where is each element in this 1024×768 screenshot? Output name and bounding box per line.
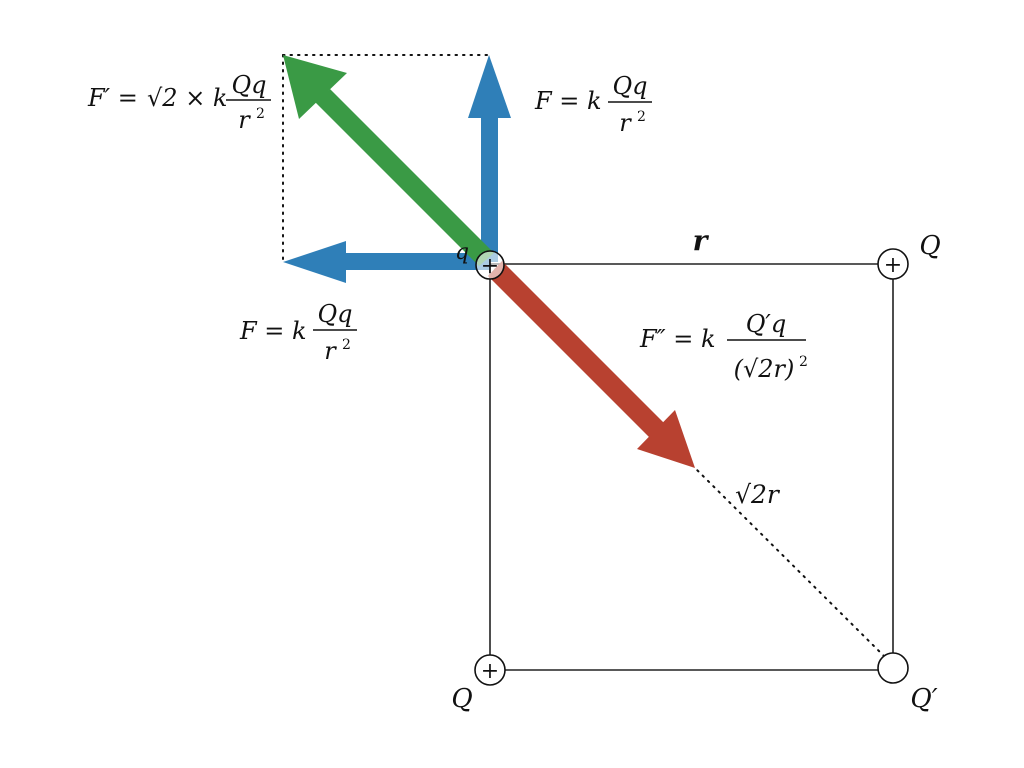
force-diagonal-arrow bbox=[488, 261, 695, 468]
force-up-arrow-head bbox=[468, 55, 511, 118]
force-left-arrow bbox=[283, 241, 490, 283]
force-resultant-arrow bbox=[283, 55, 494, 266]
charge-top-right-label: Q bbox=[919, 231, 940, 261]
side-length-label: r bbox=[693, 224, 710, 257]
force-left-arrow-shaft bbox=[340, 253, 490, 270]
charge-q-sign: + bbox=[481, 254, 499, 279]
charge-bottom-left-sign: + bbox=[481, 659, 499, 684]
formula-force-left: F = k Qq r 2 bbox=[239, 300, 357, 365]
formula-force-diagonal-denominator: (√2r) bbox=[734, 355, 795, 383]
formula-resultant-denominator: r bbox=[238, 106, 251, 134]
formula-force-left-exponent: 2 bbox=[342, 337, 351, 353]
force-up-arrow bbox=[468, 55, 511, 262]
square-frame bbox=[489, 263, 894, 671]
formula-resultant-coef: √2 × k bbox=[147, 84, 227, 112]
formula-force-left-denominator: r bbox=[324, 337, 337, 365]
formula-force-up: F = k Qq r 2 bbox=[534, 72, 652, 137]
charge-q: + q bbox=[455, 240, 505, 280]
diagonal-length-label: √2r bbox=[735, 480, 781, 509]
charge-q-circle bbox=[475, 250, 505, 280]
charge-bottom-left: + Q bbox=[451, 654, 506, 714]
force-diagonal-arrow-shaft bbox=[488, 261, 665, 439]
formula-force-left-lhs: F = k bbox=[239, 317, 307, 345]
formula-force-up-exponent: 2 bbox=[637, 109, 646, 125]
charge-top-right-sign: + bbox=[884, 253, 902, 278]
charge-top-right: + Q bbox=[877, 231, 941, 280]
force-resultant-arrow-head bbox=[283, 55, 347, 119]
charge-top-right-circle bbox=[877, 248, 909, 280]
formula-resultant-lhs: F′ = bbox=[87, 84, 138, 112]
charge-bottom-left-circle bbox=[474, 654, 506, 686]
formula-force-diagonal-numerator: Q′q bbox=[746, 310, 787, 338]
formula-force-up-lhs: F = k bbox=[534, 87, 602, 115]
formula-force-up-denominator: r bbox=[619, 109, 632, 137]
formula-resultant: F′ = √2 × k Qq r 2 bbox=[87, 71, 271, 134]
formula-force-diagonal-exponent: 2 bbox=[799, 354, 808, 370]
charge-q-prime-label: Q′ bbox=[910, 684, 937, 714]
formula-resultant-exponent: 2 bbox=[256, 106, 265, 122]
force-left-arrow-head bbox=[283, 241, 346, 283]
charge-q-prime: Q′ bbox=[877, 652, 938, 714]
force-diagonal-arrow-head bbox=[637, 410, 695, 468]
charge-bottom-left-label: Q bbox=[451, 684, 472, 714]
formula-force-diagonal: F″ = k Q′q (√2r) 2 bbox=[639, 310, 808, 383]
force-up-arrow-shaft bbox=[481, 112, 498, 262]
formula-force-up-numerator: Qq bbox=[612, 72, 647, 100]
formula-force-diagonal-lhs: F″ = k bbox=[639, 325, 716, 353]
formula-force-left-numerator: Qq bbox=[317, 300, 352, 328]
formula-resultant-numerator: Qq bbox=[231, 71, 266, 99]
charge-q-prime-circle bbox=[877, 652, 909, 684]
charge-q-label: q bbox=[455, 240, 469, 265]
force-resultant-arrow-shaft bbox=[315, 89, 494, 266]
